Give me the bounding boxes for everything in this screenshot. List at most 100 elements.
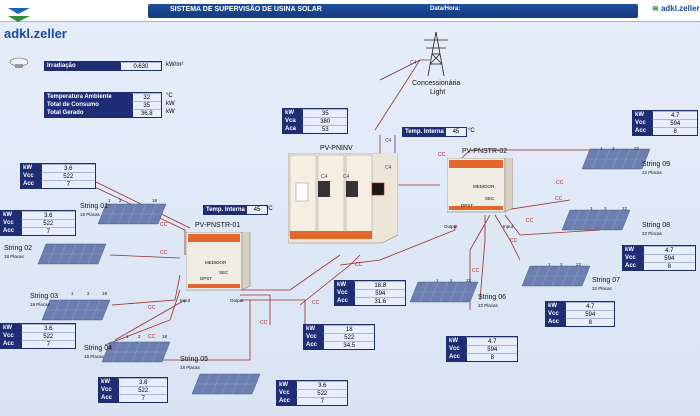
string04-plates: 18 Placas <box>84 354 104 359</box>
panel-index: 22 <box>576 262 582 267</box>
acc-label: Acc <box>21 180 41 188</box>
inverter-cabinet[interactable] <box>287 148 399 247</box>
string03-name: String 03 <box>30 293 59 300</box>
cc-tag: CC <box>160 250 168 256</box>
utility-sub-name: Light <box>430 89 446 96</box>
string01-name: String 01 <box>80 203 109 210</box>
stringbox1-meter-label: MEDIDOR <box>205 260 227 265</box>
acc-label: Acc <box>546 318 566 326</box>
solar-array-string06[interactable] <box>408 278 488 306</box>
inverter-kw-label: kW <box>283 109 303 117</box>
inverter-name[interactable]: PV-PNINV <box>320 145 353 152</box>
stringbox2-temp: Temp. Interna 45 <box>402 127 467 137</box>
string03-plates: 18 Placas <box>30 302 50 307</box>
stringbox2-name[interactable]: PV-PNSTR-02 <box>462 148 508 155</box>
vcc-label: Vcc <box>623 254 643 262</box>
panel-index: 1 <box>126 334 129 339</box>
stringbox1-kw-label: kW <box>304 325 324 333</box>
solar-array-string05[interactable] <box>190 370 270 398</box>
panel-index: 18 <box>102 291 108 296</box>
inverter-aca-label: Aca <box>283 125 303 133</box>
stringbox2-temp-value: 45 <box>445 128 466 136</box>
solar-array-string03[interactable] <box>40 296 120 324</box>
vcc-label: Vcc <box>1 332 21 340</box>
solar-array-string08[interactable] <box>560 206 640 234</box>
inverter-vca-value: 380 <box>302 117 347 125</box>
string08-plates: 22 Placas <box>642 231 662 236</box>
panel-index: 22 <box>466 278 472 283</box>
brand-mark-icon: ≋ <box>652 4 659 13</box>
stringbox1-input-label: Input <box>180 298 191 303</box>
c4-tag-inverter-right: C4 <box>343 174 350 180</box>
stringbox2-dpst-label: DPST <box>461 203 474 208</box>
kw-label: kW <box>633 111 653 119</box>
panel-index: 22 <box>634 146 640 151</box>
stringbox2-sec-label: SEC <box>485 196 495 201</box>
vcc-label: Vcc <box>99 386 119 394</box>
stringbox1-cabinet[interactable] <box>185 228 252 294</box>
page-title: SISTEMA DE SUPERVISÃO DE USINA SOLAR <box>170 6 322 13</box>
solar-array-string04[interactable] <box>100 338 180 366</box>
date-time-label: Data/Hora: <box>430 6 461 12</box>
kw-label: kW <box>21 164 41 172</box>
string01-kw-value: 3.6 <box>40 164 95 172</box>
solar-array-string01[interactable] <box>96 200 176 228</box>
stringbox1-temp-value: 45 <box>246 206 267 214</box>
stringbox2-acc-label: Acc <box>335 297 355 305</box>
stringbox1-temp: Temp. Interna 45 <box>203 205 268 215</box>
panel-index: 2 <box>612 146 615 151</box>
header-bar <box>148 4 638 18</box>
stringbox1-sec-label: SEC <box>219 270 229 275</box>
string01-vcc-value: 522 <box>40 172 95 180</box>
string01-acc-value: 7 <box>40 180 95 188</box>
stringbox2-cabinet[interactable] <box>446 154 514 216</box>
string02-plates: 18 Placas <box>4 254 24 259</box>
panel-index: 18 <box>152 198 158 203</box>
string02-name: String 02 <box>4 245 33 252</box>
acc-label: Acc <box>1 340 21 348</box>
stringbox2-temp-unit: °C <box>468 128 475 134</box>
kw-label: kW <box>99 378 119 386</box>
stringbox2-temp-label: Temp. Interna <box>403 128 446 136</box>
irradiation-unit: kW/m² <box>166 62 184 68</box>
brand-logo-right: ≋ adkl.zeller <box>652 4 700 13</box>
total-consumption-label: Total de Consumo <box>45 101 132 109</box>
cc-tag: CC <box>555 196 563 202</box>
cc-tag: CC <box>438 152 446 158</box>
vcc-label: Vcc <box>277 389 297 397</box>
total-generated-unit: kW <box>166 109 175 115</box>
string04-acc-value: 7 <box>118 394 167 402</box>
acc-label: Acc <box>277 397 297 405</box>
string03-vcc-value: 522 <box>20 332 75 340</box>
stringbox1-name[interactable]: PV-PNSTR-01 <box>195 222 241 229</box>
panel-index: 2 <box>138 334 141 339</box>
acc-label: Acc <box>447 353 467 361</box>
solar-array-string07[interactable] <box>520 262 600 290</box>
string07-kw-value: 4.7 <box>565 302 614 310</box>
string08-acc-value: 8 <box>642 262 695 270</box>
solar-array-string02[interactable] <box>36 240 116 268</box>
panel-index: 1 <box>108 198 111 203</box>
solar-array-string09[interactable] <box>580 145 660 173</box>
acc-label: Acc <box>99 394 119 402</box>
stringbox1-acc-value: 34.5 <box>323 341 374 349</box>
acc-label: Acc <box>623 262 643 270</box>
kw-label: kW <box>1 211 21 219</box>
string06-acc-value: 8 <box>466 353 517 361</box>
cc-tag: CC <box>260 320 268 326</box>
string06-vcc-value: 594 <box>466 345 517 353</box>
vcc-label: Vcc <box>21 172 41 180</box>
string05-name: String 05 <box>180 356 209 363</box>
cc-tag: CC <box>510 238 518 244</box>
string06-plates: 22 Placas <box>478 303 498 308</box>
string09-kw-value: 4.7 <box>652 111 697 119</box>
cc-tag: CC <box>160 222 168 228</box>
ambient-temp-label: Temperatura Ambiente <box>45 93 132 101</box>
string09-plates: 22 Placas <box>642 170 662 175</box>
